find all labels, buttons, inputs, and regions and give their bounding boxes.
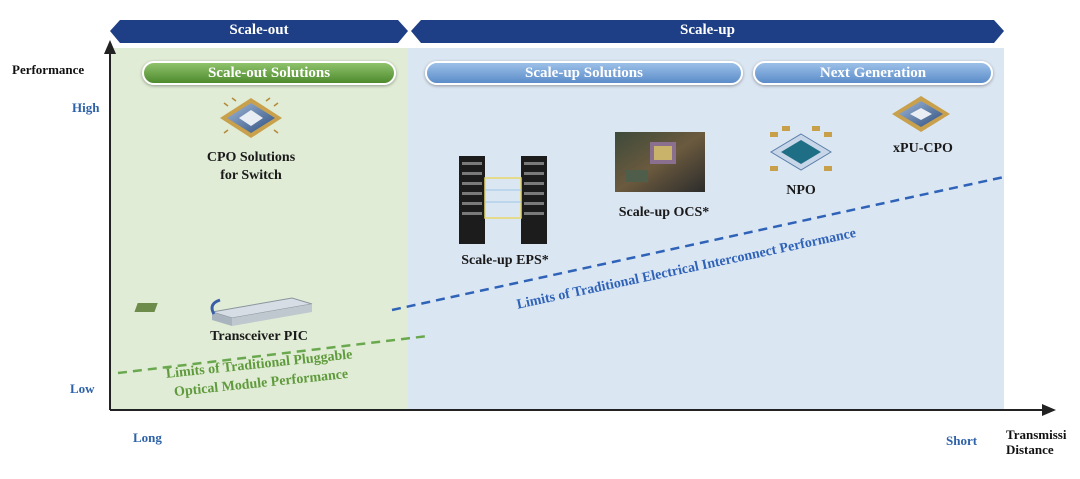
cpo-switch-label-line2: for Switch	[220, 168, 282, 183]
cpo-switch-label: CPO Solutions for Switch	[196, 149, 306, 185]
cpo-switch-chip-icon	[220, 97, 282, 138]
y-axis-arrowhead	[104, 40, 116, 54]
scale-up-banner-label: Scale-up	[679, 22, 735, 38]
ocs-label: Scale-up OCS*	[618, 205, 710, 220]
cpo-switch-label-line1: CPO Solutions	[206, 150, 296, 165]
eps-label: Scale-up EPS*	[461, 253, 549, 268]
transceiver-label: Transceiver PIC	[210, 329, 308, 344]
next-generation-pill: Next Generation	[753, 61, 993, 85]
y-tick-high: High	[72, 100, 100, 115]
ocs-chip-icon	[615, 132, 705, 192]
x-axis-title-line1: Transmissi	[1006, 427, 1067, 442]
scale-out-banner	[110, 20, 408, 43]
x-tick-long: Long	[133, 430, 162, 445]
y-axis-title: Performance	[12, 62, 85, 77]
x-axis-title-line2: Distance	[1006, 442, 1054, 457]
transceiver-icon	[134, 297, 313, 326]
scale-out-solutions-pill: Scale-out Solutions	[142, 61, 396, 85]
pluggable-limit-line	[117, 334, 429, 375]
npo-label: NPO	[786, 183, 816, 198]
x-tick-short: Short	[946, 433, 978, 448]
scale-up-banner	[411, 20, 1004, 43]
x-axis-title: Transmissi Distance	[1006, 427, 1066, 457]
x-axis-arrowhead	[1042, 404, 1056, 416]
eps-rack-icon	[459, 156, 547, 244]
scale-out-banner-label: Scale-out	[229, 22, 289, 38]
xpu-cpo-chip-icon	[892, 96, 950, 132]
scale-up-solutions-pill: Scale-up Solutions	[425, 61, 743, 85]
y-tick-low: Low	[70, 381, 95, 396]
npo-chip-icon	[770, 126, 832, 171]
xpu-cpo-label: xPU-CPO	[893, 141, 953, 156]
